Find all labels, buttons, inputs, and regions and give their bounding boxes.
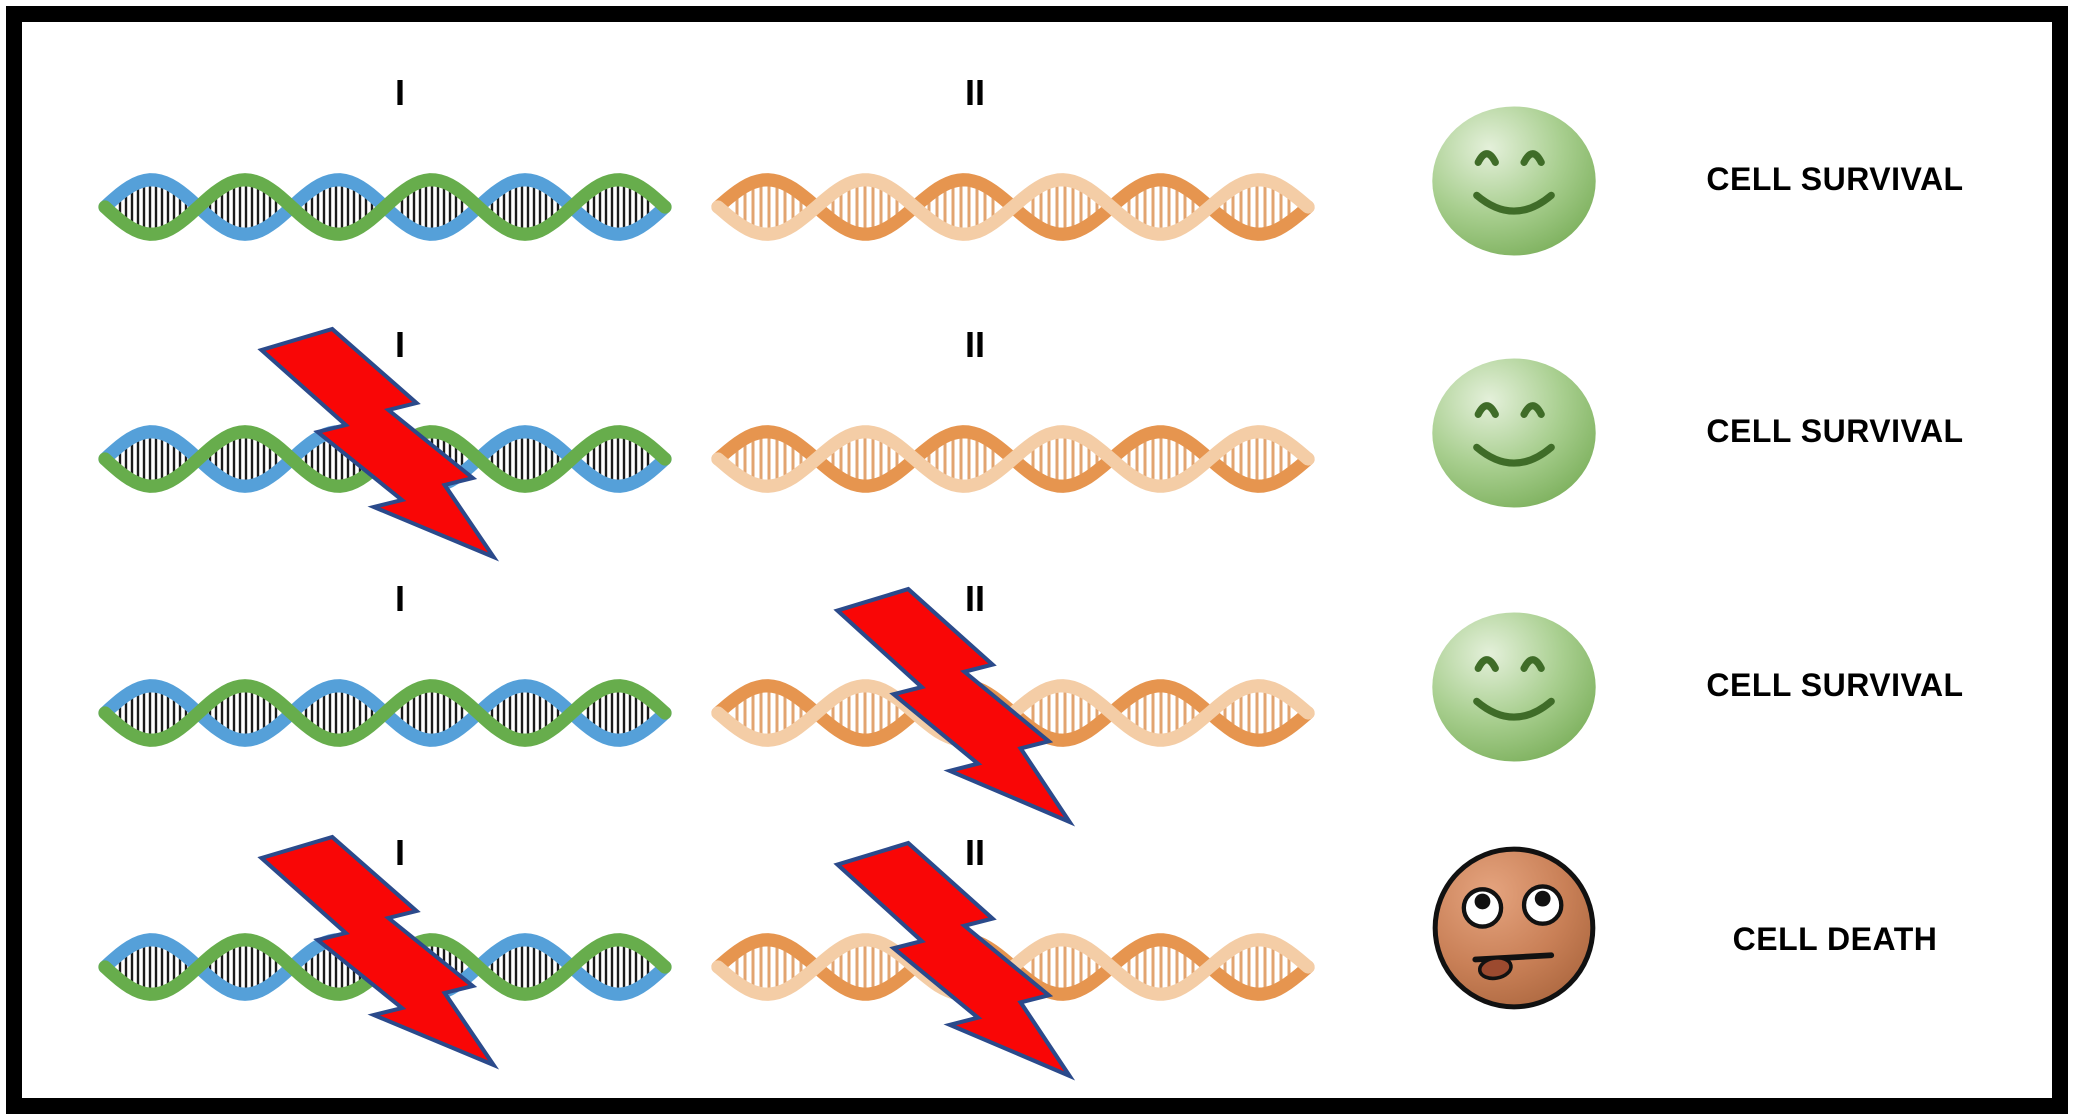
lightning-bolt-icon [826,838,1081,1083]
diagram-row-2: I II CELL SURVIVAL [0,292,2074,552]
chromosome-2-label: II [964,324,985,365]
chromosome-1-label: I [394,578,405,619]
diagram-row-3: I II CELL SURVIVAL [0,546,2074,806]
cell-face-icon [1428,842,1600,1014]
chromosome-1-label: I [394,324,405,365]
outcome-label: CELL SURVIVAL [1706,667,1964,703]
dna-helix-blue-green-icon [98,673,672,753]
chromosome-2-label: II [964,578,985,619]
diagram-row-4: I II CELL DEATH [0,800,2074,1060]
lightning-bolt-icon [250,832,505,1072]
chromosome-2-label: II [964,832,985,873]
cell-face-icon [1428,601,1600,773]
outcome-label: CELL SURVIVAL [1706,161,1964,197]
lightning-bolt-icon [826,584,1081,829]
chromosome-1-label: I [394,72,405,113]
chromosome-1-label: I [394,832,405,873]
outcome-label: CELL DEATH [1732,921,1938,957]
dna-helix-orange-icon [711,167,1315,247]
cell-face-icon [1428,95,1600,267]
outcome-label: CELL SURVIVAL [1706,413,1964,449]
cell-face-icon [1428,347,1600,519]
dna-helix-orange-icon [711,419,1315,499]
chromosome-2-label: II [964,72,985,113]
dna-helix-blue-green-icon [98,167,672,247]
lightning-bolt-icon [250,324,505,564]
diagram-row-1: I II CELL SURVIVAL [0,40,2074,300]
